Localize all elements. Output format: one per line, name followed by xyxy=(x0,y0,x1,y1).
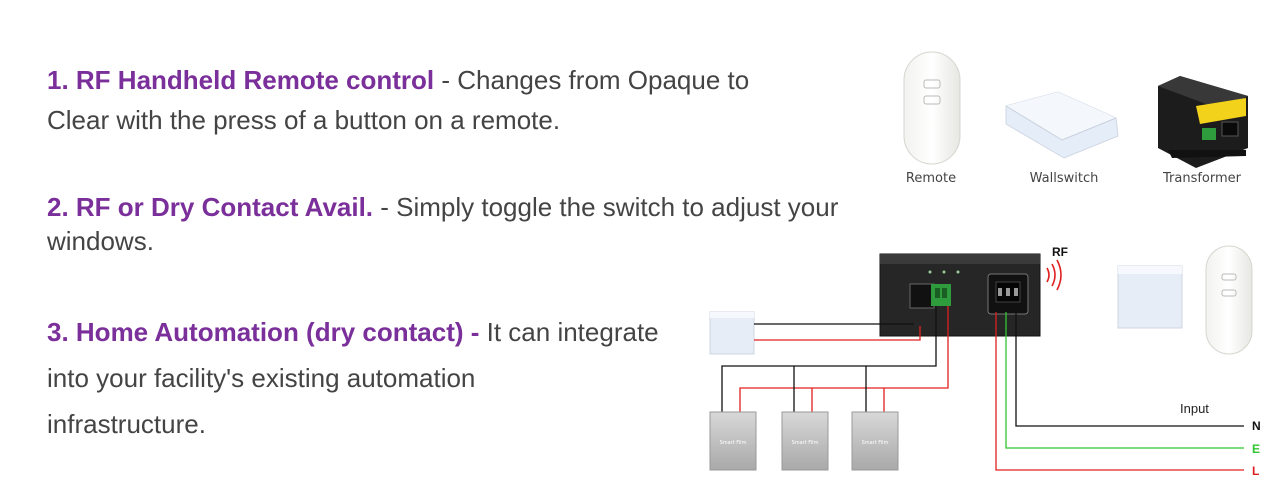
smart-film-label: Smart Film xyxy=(720,440,747,446)
wire-input-e xyxy=(1005,312,1244,449)
feature-3: 3. Home Automation (dry contact) - It ca… xyxy=(47,309,659,447)
wire-input-l xyxy=(995,312,1244,471)
transformer-product-icon xyxy=(1158,76,1248,168)
smart-film-label: Smart Film xyxy=(862,440,889,446)
wire-switch-red xyxy=(754,326,921,341)
wire-input-n xyxy=(1015,312,1244,427)
feature-2: 2. RF or Dry Contact Avail. - Simply tog… xyxy=(47,190,838,258)
feature-1: 1. RF Handheld Remote control - Changes … xyxy=(47,60,749,140)
feature-2-text-2: windows. xyxy=(47,226,154,256)
terminal-e-label: E xyxy=(1252,442,1260,456)
feature-1-heading: 1. RF Handheld Remote control xyxy=(47,65,435,95)
feature-3-text-3: infrastructure. xyxy=(47,409,206,439)
feature-2-text: - Simply toggle the switch to adjust you… xyxy=(373,192,839,222)
controller-box xyxy=(879,253,1041,337)
feature-1-text: - Changes from Opaque to xyxy=(434,65,750,95)
rf-label: RF xyxy=(1052,245,1068,259)
input-label: Input xyxy=(1180,401,1209,416)
terminal-n-label: N xyxy=(1252,419,1261,433)
smart-film-panel: Smart Film xyxy=(851,411,899,471)
remote-label: Remote xyxy=(905,171,957,186)
wallswitch-diagram-icon-2 xyxy=(1117,265,1183,329)
feature-1-text-2: Clear with the press of a button on a re… xyxy=(47,105,561,135)
feature-2-heading: 2. RF or Dry Contact Avail. xyxy=(47,192,374,222)
smart-film-label: Smart Film xyxy=(792,440,819,446)
terminal-l-label: L xyxy=(1252,464,1259,478)
smart-film-panel: Smart Film xyxy=(781,411,829,471)
remote-product-icon xyxy=(903,51,961,165)
transformer-label: Transformer xyxy=(1162,171,1241,186)
rf-waves-icon xyxy=(1046,259,1062,291)
wallswitch-diagram-icon xyxy=(709,311,755,355)
wire-film-red-bus xyxy=(739,306,949,412)
wire-film-black-bus xyxy=(721,306,937,412)
wallswitch-label: Wallswitch xyxy=(1029,171,1099,186)
remote-diagram-icon xyxy=(1205,245,1253,355)
smart-film-panel: Smart Film xyxy=(709,411,757,471)
feature-3-text-2: into your facility's existing automation xyxy=(47,363,476,393)
feature-3-text: It can integrate xyxy=(486,317,659,347)
feature-3-heading: 3. Home Automation (dry contact) - xyxy=(47,317,487,347)
wallswitch-product-icon xyxy=(1005,91,1119,159)
